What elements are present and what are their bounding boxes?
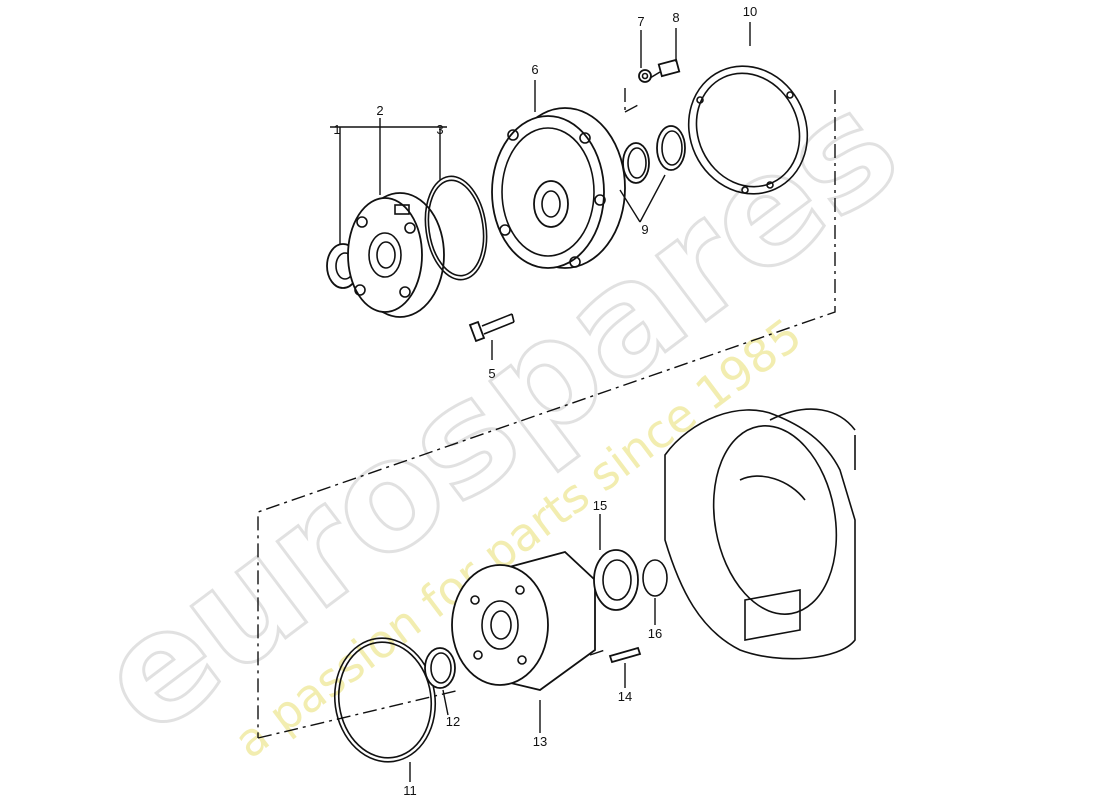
gasket-part-10: [687, 65, 809, 195]
callout-label: 13: [533, 734, 547, 749]
snap-ring-part-16: [642, 559, 668, 597]
leader-lines: [330, 22, 751, 782]
callout-label: 16: [648, 626, 662, 641]
pin-part-14: [608, 646, 642, 664]
callout-label: 6: [531, 62, 538, 77]
callout-label: 8: [672, 10, 679, 25]
callout-label: 10: [743, 4, 757, 19]
pump-cover-part-6: [491, 107, 626, 269]
assembly-lines: [257, 88, 836, 739]
seal-ring-part-12: [424, 647, 456, 689]
seal-rings-part-9: [622, 125, 686, 184]
callout-label: 1: [333, 122, 340, 137]
o-ring-part-3: [424, 175, 488, 281]
callout-label: 12: [446, 714, 460, 729]
clutch-drum-part-13: [451, 551, 596, 691]
bearing-part-15: [593, 549, 639, 611]
callout-label: 2: [376, 103, 383, 118]
callout-label: 15: [593, 498, 607, 513]
callout-label: 5: [488, 366, 495, 381]
callout-label: 7: [637, 14, 644, 29]
callout-label: 14: [618, 689, 632, 704]
housing-outline: [664, 408, 856, 660]
bolt-part-5: [468, 313, 515, 343]
callout-label: 9: [641, 222, 648, 237]
callout-label: 3: [436, 122, 443, 137]
callout-labels: 1 2 3 5 6 7 8 9 10 11 12 13 14 15 16: [333, 4, 757, 798]
nut-part-7: [638, 69, 652, 83]
callout-label: 11: [403, 783, 417, 798]
o-ring-part-11: [333, 637, 437, 763]
pump-housing-part-2: [347, 192, 445, 318]
screw-part-8: [649, 58, 681, 79]
